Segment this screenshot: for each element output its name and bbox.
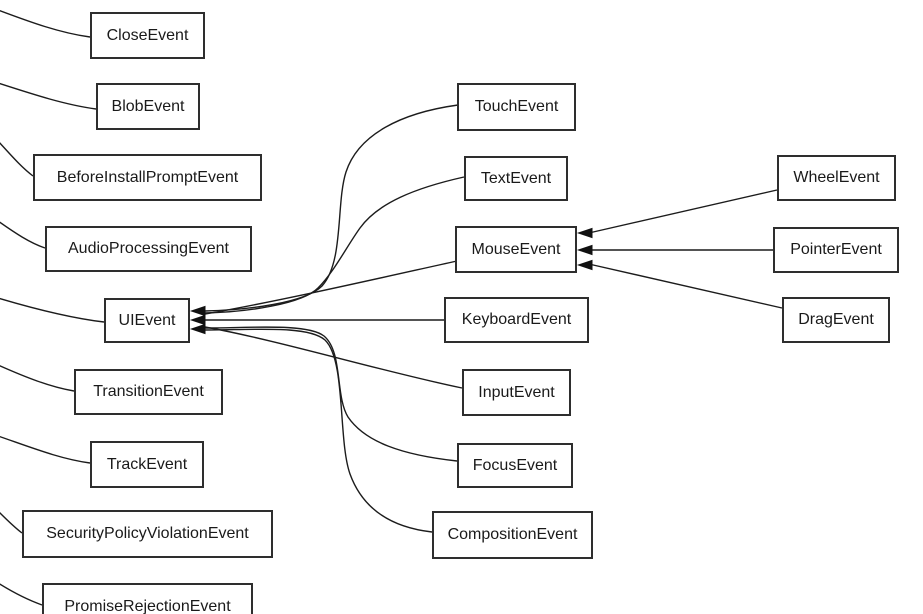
node-mouse-event[interactable]: MouseEvent (455, 226, 577, 273)
node-wheel-event[interactable]: WheelEvent (777, 155, 896, 201)
edge-offscreen-promiserejectionevent (0, 583, 43, 606)
edge-textevent-uievent (204, 176, 465, 314)
edge-touchevent-uievent (204, 104, 459, 312)
node-pointer-event[interactable]: PointerEvent (773, 227, 899, 273)
node-before-install-prompt-event[interactable]: BeforeInstallPromptEvent (33, 154, 262, 201)
edge-focusevent-uievent (204, 326, 458, 462)
edge-offscreen-closeevent (0, 9, 91, 38)
edge-inputevent-uievent (204, 326, 463, 389)
arrowhead-uievent-bottom (189, 323, 206, 335)
edge-offscreen-blobevent (0, 82, 97, 110)
arrowhead-uievent-top (189, 305, 206, 317)
arrowhead-mouseevent-middle (576, 244, 593, 256)
arrowhead-mouseevent-bottom (576, 259, 593, 271)
edge-offscreen-securitypolicyviolationevent (0, 512, 23, 534)
node-text-event[interactable]: TextEvent (464, 156, 568, 201)
node-keyboard-event[interactable]: KeyboardEvent (444, 297, 589, 343)
edge-compositionevent-uievent (204, 328, 433, 533)
arrowhead-uievent-middle (189, 314, 206, 326)
node-blob-event[interactable]: BlobEvent (96, 83, 200, 130)
edge-dragevent-mouseevent (590, 263, 783, 309)
node-close-event[interactable]: CloseEvent (90, 12, 205, 59)
node-input-event[interactable]: InputEvent (462, 369, 571, 416)
node-promise-rejection-event[interactable]: PromiseRejectionEvent (42, 583, 253, 614)
node-transition-event[interactable]: TransitionEvent (74, 369, 223, 415)
node-ui-event[interactable]: UIEvent (104, 298, 190, 343)
edge-offscreen-transitionevent (0, 365, 75, 392)
edge-offscreen-trackevent (0, 435, 91, 464)
edge-offscreen-uievent (0, 297, 105, 323)
node-composition-event[interactable]: CompositionEvent (432, 511, 593, 559)
node-track-event[interactable]: TrackEvent (90, 441, 204, 488)
node-touch-event[interactable]: TouchEvent (457, 83, 576, 131)
node-drag-event[interactable]: DragEvent (782, 297, 890, 343)
node-audio-processing-event[interactable]: AudioProcessingEvent (45, 226, 252, 272)
edge-mouseevent-uievent (204, 260, 458, 315)
arrowhead-mouseevent-top (576, 227, 593, 239)
edge-wheelevent-mouseevent (590, 189, 778, 234)
node-focus-event[interactable]: FocusEvent (457, 443, 573, 488)
edge-offscreen-beforeinstallpromptevent (0, 142, 34, 177)
node-security-policy-violation-event[interactable]: SecurityPolicyViolationEvent (22, 510, 273, 558)
edge-offscreen-audioprocessingevent (0, 221, 46, 249)
